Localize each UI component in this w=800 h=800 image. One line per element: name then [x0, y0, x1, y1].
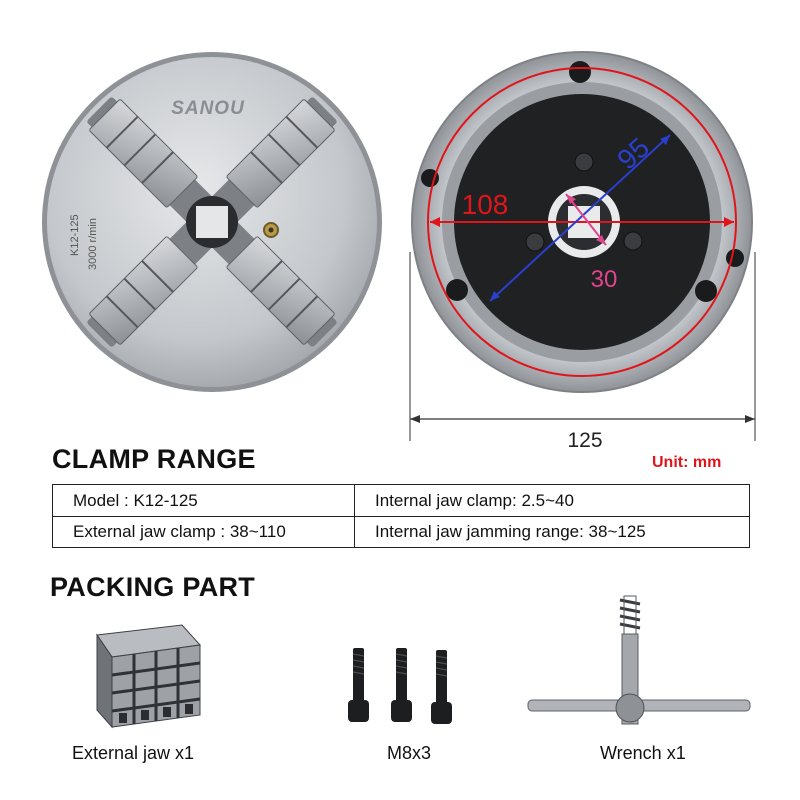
table-row: Model : K12-125 Internal jaw clamp: 2.5~… [53, 485, 749, 517]
packing-item-label: External jaw x1 [72, 743, 195, 763]
dimension-30-label: 30 [591, 266, 618, 293]
clamp-range-heading: CLAMP RANGE [52, 444, 256, 474]
packing-part-heading: PACKING PART [50, 572, 256, 602]
chuck-key-icon [527, 595, 751, 725]
spec-table: Model : K12-125 Internal jaw clamp: 2.5~… [52, 484, 750, 548]
dimension-125-label: 125 [567, 429, 602, 452]
model-engraving: K12-125 [69, 214, 81, 256]
table-cell: Internal jaw jamming range: 38~125 [375, 521, 646, 541]
table-cell: Model : K12-125 [53, 485, 355, 516]
speed-engraving: 3000 r/min [87, 218, 99, 270]
dimension-108-label: 108 [462, 189, 509, 220]
table-cell: Internal jaw clamp: 2.5~40 [375, 490, 574, 510]
packing-item-label: Wrench x1 [600, 743, 686, 763]
bolt-icon [348, 648, 452, 724]
chuck-front-view: SANOU K12-125 3000 r/min [42, 52, 382, 392]
chuck-back-view: 108 95 30 125 [409, 51, 756, 452]
unit-label: Unit: mm [652, 454, 722, 471]
brand-logo: SANOU [171, 98, 245, 119]
packing-item-label: M8x3 [387, 743, 432, 763]
table-cell: External jaw clamp : 38~110 [53, 516, 355, 547]
table-row: External jaw clamp : 38~110 Internal jaw… [53, 516, 749, 547]
jaw-set-icon [96, 624, 202, 729]
